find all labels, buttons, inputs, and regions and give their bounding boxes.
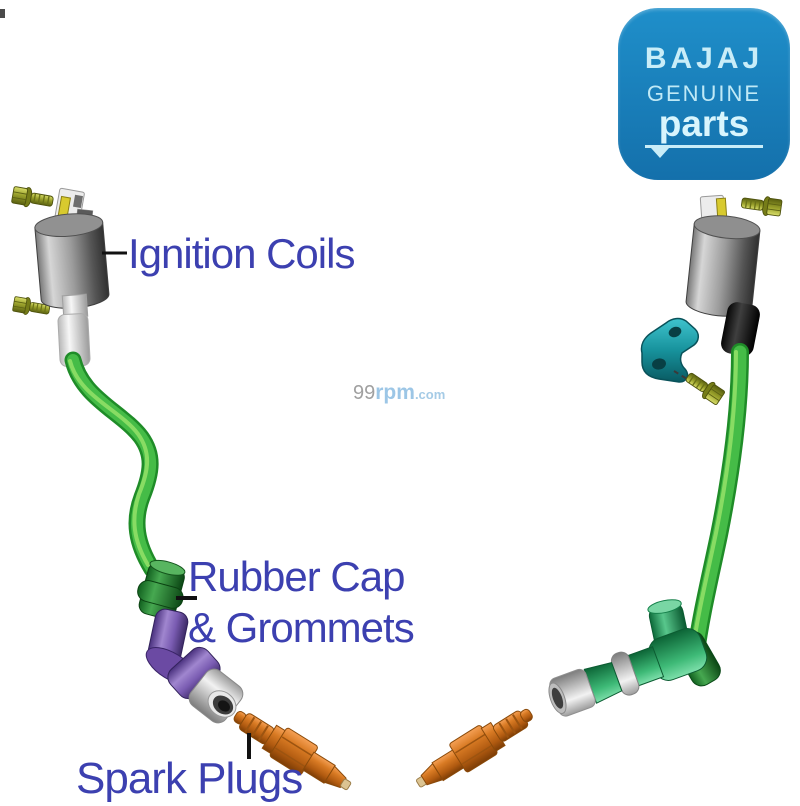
mounting-bolt-right-top [739,192,784,219]
label-spark-plugs: Spark Plugs [76,754,303,803]
spark-plug-left [233,711,352,791]
logo-arrow-icon [651,148,669,158]
logo-parts-text: parts [658,103,750,144]
ignition-coil-left [34,187,110,367]
mounting-bracket [640,317,699,383]
rubber-grommet-left [137,559,186,620]
logo-underline [645,145,763,158]
mounting-bolt-left-top [10,184,56,212]
pointer-lines [102,251,251,759]
label-rubber-cap-grommets: Rubber Cap & Grommets [188,551,415,653]
spark-plug-right [416,708,533,788]
corner-mark [0,9,5,18]
ignition-coil-right [685,194,761,357]
watermark-mid: rpm [375,381,415,404]
logo-genuine-text: GENUINE [646,81,762,106]
spark-plug-cap-right [548,599,721,717]
ht-lead-right [687,343,749,661]
spark-plug-boot-left [145,608,244,724]
mounting-bolt-right-bottom [681,367,727,408]
label-rubber-cap-line2: & Grommets [188,604,415,652]
watermark-prefix: 99 [353,382,376,404]
logo-brand-text: BAJAJ [644,42,764,75]
watermark-99rpm: 99rpm.com [353,381,445,405]
bajaj-genuine-parts-logo: BAJAJ GENUINE parts [618,8,790,180]
watermark-suffix: .com [414,387,446,402]
label-rubber-cap-line1: Rubber Cap [188,553,405,600]
label-ignition-coils: Ignition Coils [128,230,355,277]
ht-lead-left [64,351,161,578]
